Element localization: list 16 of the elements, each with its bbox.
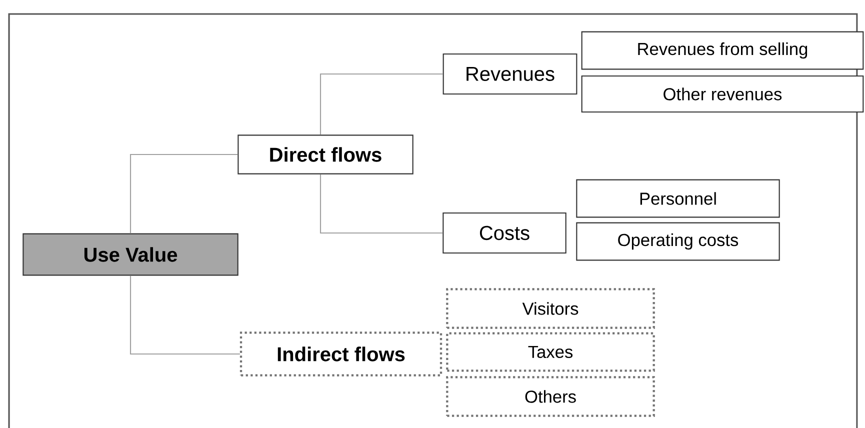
category-box: Visitors — [446, 288, 655, 329]
category-box: Others — [446, 376, 655, 417]
category-box: Taxes — [446, 332, 655, 372]
connector-line — [320, 174, 443, 234]
category-box: Personnel — [576, 179, 780, 218]
category-box: Indirect flows — [240, 332, 442, 376]
root-box: Use Value — [22, 233, 238, 276]
connector-line — [130, 276, 240, 355]
category-box: Other revenues — [581, 75, 864, 113]
category-box: Operating costs — [576, 222, 780, 261]
category-box: Revenues — [442, 53, 578, 95]
category-box: Direct flows — [238, 134, 414, 174]
category-box: Revenues from selling — [581, 31, 864, 70]
connector-line — [130, 154, 238, 234]
connector-line — [320, 73, 443, 135]
category-box: Costs — [442, 212, 566, 254]
